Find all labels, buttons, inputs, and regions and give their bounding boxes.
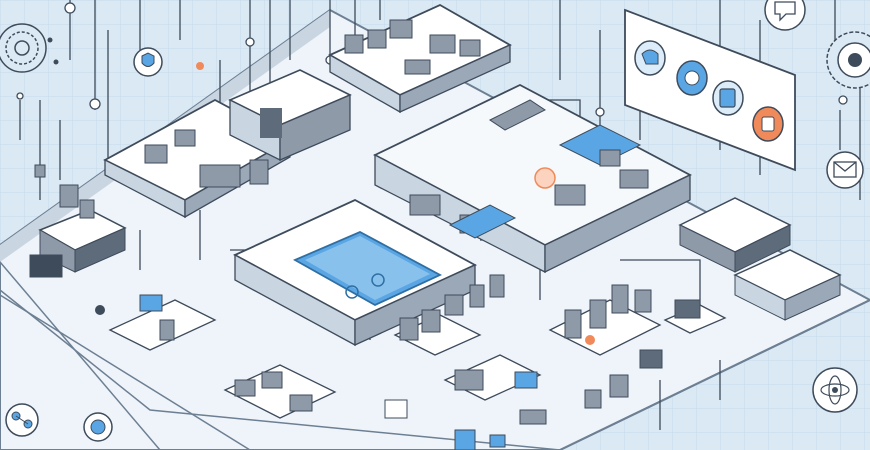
lab-room bbox=[678, 197, 792, 273]
bottom-workbenches bbox=[223, 354, 629, 450]
network-icon bbox=[5, 403, 39, 437]
atom-icon bbox=[812, 367, 858, 413]
left-furniture bbox=[34, 164, 95, 219]
storage-room bbox=[733, 249, 842, 321]
server-room bbox=[328, 3, 512, 114]
monitor-station bbox=[29, 209, 127, 278]
icon-banner-panel bbox=[624, 8, 796, 172]
mail-icon bbox=[826, 151, 864, 189]
message-icon bbox=[764, 0, 806, 31]
office-block bbox=[228, 69, 352, 162]
equipment-area bbox=[548, 284, 662, 356]
shield-icon bbox=[133, 47, 163, 77]
laptop-icon bbox=[639, 299, 727, 369]
workstation-cluster bbox=[393, 274, 505, 356]
main-hall bbox=[373, 83, 692, 274]
conference-room bbox=[232, 198, 478, 347]
chat-icon bbox=[634, 40, 666, 76]
desk-area bbox=[95, 294, 217, 351]
alert-dot bbox=[196, 62, 204, 70]
tablet-icon bbox=[712, 80, 744, 116]
bulb-icon bbox=[83, 412, 113, 442]
settings-icon bbox=[752, 106, 784, 142]
cloud-icon bbox=[676, 60, 708, 96]
gear-icon bbox=[0, 23, 59, 73]
gear-icon bbox=[826, 31, 870, 89]
